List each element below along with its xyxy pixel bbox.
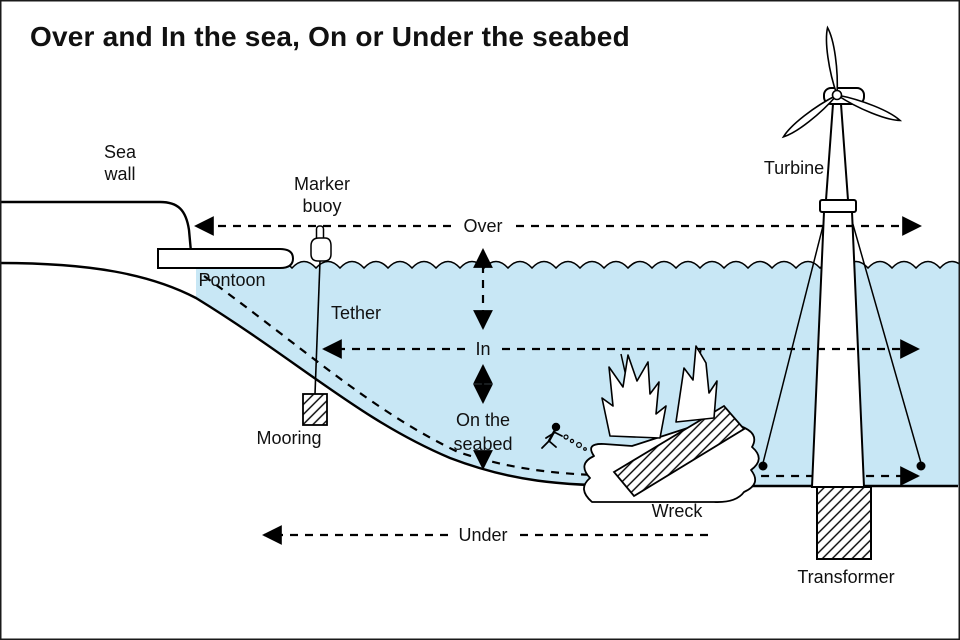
zone-label-on-the-seabed-line2: seabed <box>453 434 512 454</box>
diver-arms <box>545 431 563 439</box>
seabed-level-dashed-arrow <box>203 275 920 486</box>
zone-label-on-the-seabed-line1: On the <box>456 410 510 430</box>
pontoon-label: Pontoon <box>198 270 265 290</box>
turbine-mast <box>824 103 850 201</box>
wreck-hull <box>612 404 746 498</box>
diver-head <box>551 422 561 432</box>
turbine-blade-1 <box>825 25 839 96</box>
wreck-label: Wreck <box>652 501 704 521</box>
mooring-label: Mooring <box>256 428 321 448</box>
tether-label: Tether <box>331 303 381 323</box>
turbine-label: Turbine <box>764 158 824 178</box>
zone-arrows <box>194 216 922 545</box>
guy-anchor-right <box>916 461 926 471</box>
seabed-contour-line <box>0 261 958 488</box>
wreck-superstructure-left <box>601 354 667 439</box>
turbine-blades <box>781 25 903 139</box>
mooring-block <box>302 393 328 426</box>
guy-wire-left <box>762 213 827 464</box>
wreck-illustration <box>583 345 760 503</box>
sea-water <box>196 261 960 486</box>
turbine-blade-2 <box>836 94 903 122</box>
turbine-blade-3 <box>781 94 838 139</box>
turbine-hub <box>831 89 843 101</box>
diver-legs <box>541 440 557 449</box>
sea-wall-label-line2: wall <box>103 164 135 184</box>
guy-wire-right <box>849 213 922 464</box>
turbine-flange <box>819 199 857 213</box>
marker-buoy-label-line2: buoy <box>302 196 341 216</box>
diver-figure <box>541 422 587 451</box>
guy-anchor-left <box>758 461 768 471</box>
pontoon-shape <box>157 248 295 269</box>
transformer-label: Transformer <box>797 567 894 587</box>
transformer-block <box>816 486 872 560</box>
zone-label-in: In <box>475 339 490 359</box>
marker-buoy-shape <box>310 237 332 262</box>
page-title: Over and In the sea, On or Under the sea… <box>30 21 630 52</box>
wreck-superstructure-right <box>675 345 718 423</box>
diver-bubbles <box>563 434 587 451</box>
zone-label-under: Under <box>458 525 507 545</box>
zone-label-over: Over <box>463 216 502 236</box>
marker-buoy-label-line1: Marker <box>294 174 350 194</box>
tether-line <box>314 260 321 395</box>
sea-wall-label-line1: Sea <box>104 142 137 162</box>
sea-wall-outline <box>0 200 194 264</box>
